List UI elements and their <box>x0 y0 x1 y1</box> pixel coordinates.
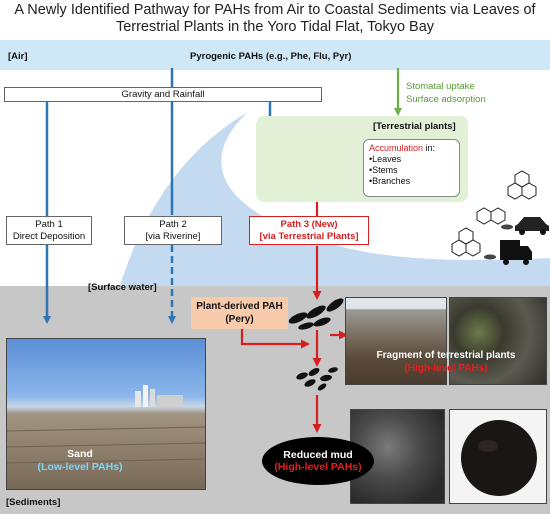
sand-level: (Low-level PAHs) <box>37 461 123 473</box>
truck-icon <box>484 240 532 265</box>
accumulation-box: Accumulation in: •Leaves •Stems •Branche… <box>363 139 460 197</box>
accumulation-item: •Leaves <box>369 154 402 164</box>
accumulation-suffix: in: <box>423 143 436 153</box>
path2-box: Path 2 [via Riverine] <box>124 216 222 245</box>
mud-level: (High-level PAHs) <box>274 461 362 473</box>
fragment-title: Fragment of terrestrial plants <box>376 350 516 361</box>
title-line-2: Terrestrial Plants in the Yoro Tidal Fla… <box>115 19 435 35</box>
accumulation-item: •Branches <box>369 176 411 186</box>
leaf-fragments-mid <box>296 367 338 391</box>
path2-title: Path 2 <box>159 219 187 230</box>
sand-title: Sand <box>67 448 93 460</box>
path3-title: Path 3 (New) <box>280 219 338 230</box>
fragment-caption: Fragment of terrestrial plants (High-lev… <box>356 349 536 375</box>
stomatal-label: Stomatal uptake Surface adsorption <box>406 80 486 106</box>
terrestrial-plants-label: [Terrestrial plants] <box>373 121 456 132</box>
surface-water-plume <box>120 112 550 286</box>
reduced-mud-label: Reduced mud (High-level PAHs) <box>262 437 374 485</box>
plant-pah-title: Plant-derived PAH <box>196 301 283 312</box>
accumulation-heading: Accumulation in: <box>369 143 454 154</box>
mud-photo-right <box>449 409 547 504</box>
title-line-1: A Newly Identified Pathway for PAHs from… <box>14 2 536 18</box>
surface-water-label: [Surface water] <box>88 282 157 293</box>
diagram-title: A Newly Identified Pathway for PAHs from… <box>0 2 550 36</box>
mud-sample-image <box>461 420 537 496</box>
gravity-rainfall-box: Gravity and Rainfall <box>4 87 322 102</box>
air-label: [Air] <box>8 51 28 62</box>
pah-molecule-3 <box>451 227 481 257</box>
sand-photo-detail <box>7 385 205 464</box>
path3-subtitle: [via Terrestrial Plants] <box>259 231 359 242</box>
path1-title: Path 1 <box>35 219 63 230</box>
plant-derived-pah-box: Plant-derived PAH (Pery) <box>191 297 288 329</box>
plant-pah-compound: (Pery) <box>225 314 254 325</box>
leaf-fragments-top <box>288 298 344 330</box>
pah-molecule-1 <box>476 207 506 225</box>
path1-subtitle: Direct Deposition <box>12 231 86 242</box>
pah-molecule-2 <box>507 170 537 200</box>
accumulation-item: •Stems <box>369 165 398 175</box>
air-band <box>0 40 550 70</box>
mud-title: Reduced mud <box>283 449 353 461</box>
pyrogenic-pahs-label: Pyrogenic PAHs (e.g., Phe, Flu, Pyr) <box>190 51 352 62</box>
path2-subtitle: [via Riverine] <box>145 231 201 242</box>
sand-photo <box>6 338 206 490</box>
fragment-level: (High-level PAHs) <box>404 363 488 374</box>
stomatal-line-2: Surface adsorption <box>406 94 486 105</box>
accumulation-word: Accumulation <box>369 143 424 153</box>
sediments-label: [Sediments] <box>6 497 61 508</box>
fragment-photo-right <box>449 297 547 385</box>
car-icon <box>501 217 549 235</box>
sand-caption: Sand (Low-level PAHs) <box>15 448 145 474</box>
fragment-photo-left <box>345 297 447 385</box>
path3-box: Path 3 (New) [via Terrestrial Plants] <box>249 216 369 245</box>
path1-box: Path 1 Direct Deposition <box>6 216 92 245</box>
stomatal-line-1: Stomatal uptake <box>406 81 475 92</box>
